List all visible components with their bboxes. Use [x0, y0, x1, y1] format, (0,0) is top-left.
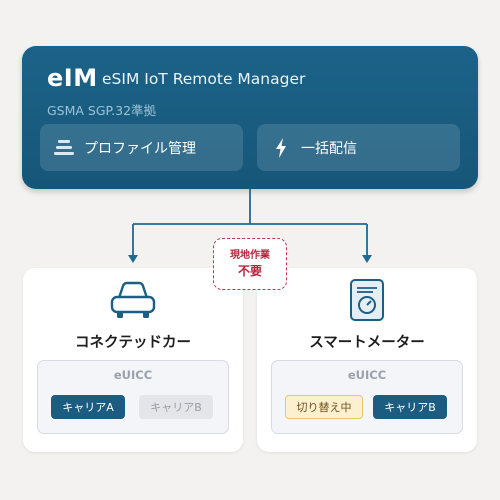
profile-management-label: プロファイル管理: [84, 140, 196, 157]
smart-meter-icon: [345, 278, 389, 326]
badge-line2: 不要: [237, 264, 262, 278]
carrier-a-chip[interactable]: キャリアA: [51, 395, 125, 419]
badge-line1: 現地作業: [230, 250, 270, 261]
arrow-head-right: [362, 255, 372, 263]
eim-title: eSIM IoT Remote Manager: [102, 70, 306, 88]
eim-subtitle: GSMA SGP.32準拠: [47, 103, 157, 118]
lightning-bolt-icon: [270, 137, 292, 159]
device-name: スマートメーター: [309, 335, 425, 351]
carrier-b-chip[interactable]: キャリアB: [139, 395, 213, 419]
euicc-label: eUICC: [347, 368, 387, 382]
profile-management-button[interactable]: プロファイル管理: [40, 124, 243, 171]
bulk-delivery-label: 一括配信: [301, 140, 357, 157]
euicc-label: eUICC: [113, 368, 153, 382]
eim-logo: eIM: [47, 64, 98, 92]
bulk-delivery-button[interactable]: 一括配信: [257, 124, 460, 171]
euicc-panel: eUICC 切り替え中 キャリアB: [271, 360, 463, 434]
euicc-panel: eUICC キャリアA キャリアB: [37, 360, 229, 434]
car-icon: [107, 278, 159, 326]
eim-card: eIM eSIM IoT Remote Manager GSMA SGP.32準…: [22, 46, 478, 189]
no-onsite-work-badge: 現地作業 不要: [213, 238, 287, 290]
device-name: コネクテッドカー: [75, 335, 191, 351]
arrow-head-left: [128, 255, 138, 263]
device-card-smart-meter: スマートメーター eUICC 切り替え中 キャリアB: [257, 268, 477, 452]
carrier-b-chip[interactable]: キャリアB: [373, 395, 447, 419]
device-card-connected-car: コネクテッドカー eUICC キャリアA キャリアB: [23, 268, 243, 452]
switching-status-chip: 切り替え中: [285, 395, 363, 419]
stack-layers-icon: [53, 137, 75, 159]
